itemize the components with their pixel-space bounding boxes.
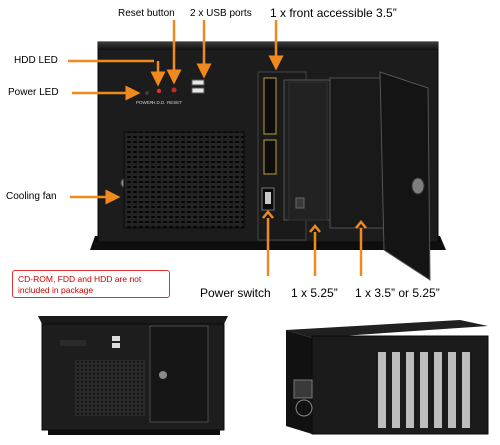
bay-35-525-cover — [329, 77, 387, 229]
main-chassis — [90, 41, 446, 281]
label-power-switch: Power switch — [200, 286, 271, 300]
small-usb-1 — [112, 336, 120, 341]
arrow-bay-525-head — [309, 224, 321, 233]
power-led-indicator — [145, 91, 149, 95]
slot-bracket-5 — [434, 352, 442, 428]
slot-bracket-6 — [448, 352, 456, 428]
slot-bracket-2 — [392, 352, 400, 428]
hdd-led-indicator — [156, 88, 162, 94]
small-chassis-rear — [286, 320, 489, 435]
usb-port-2 — [191, 87, 205, 94]
slot-bracket-7 — [462, 352, 470, 428]
psu-socket — [293, 379, 313, 399]
label-bay-525: 1 x 5.25” — [291, 286, 338, 300]
floppy-slot — [263, 139, 277, 175]
arrow-power-switch-head — [262, 210, 274, 219]
package-note: CD-ROM, FDD and HDD are not included in … — [12, 270, 170, 298]
bay-525-panel — [288, 81, 328, 221]
usb-port-1 — [191, 79, 205, 86]
slot-bracket-3 — [406, 352, 414, 428]
small-lock — [159, 371, 167, 379]
chassis-top-edge — [98, 42, 438, 50]
front-text-reset: RESET — [167, 100, 182, 105]
front-text-hdd: H.D.D. — [152, 100, 166, 105]
slot-bracket-1 — [378, 352, 386, 428]
slot-bracket-4 — [420, 352, 428, 428]
callout-arrows — [68, 20, 367, 276]
small-door — [149, 325, 209, 423]
front-text-power: POWER — [136, 100, 154, 105]
arrow-bay-35-525-head — [355, 220, 367, 229]
small-feet — [48, 430, 220, 435]
eject-button — [295, 197, 305, 209]
small-led-strip — [60, 340, 86, 346]
label-bay-35-525: 1 x 3.5” or 5.25” — [355, 286, 440, 300]
label-hdd-led: HDD LED — [14, 55, 58, 66]
label-power-led: Power LED — [8, 87, 59, 98]
label-front-35: 1 x front accessible 3.5” — [270, 6, 397, 20]
small-usb-2 — [112, 343, 120, 348]
small-chassis-top — [38, 316, 228, 324]
label-reset-button: Reset button — [118, 8, 175, 19]
label-usb-ports: 2 x USB ports — [190, 8, 252, 19]
rear-chassis-top — [286, 320, 488, 338]
small-vent — [75, 360, 145, 416]
front-door-open — [379, 71, 431, 281]
psu-fan — [295, 399, 313, 417]
card-reader-slot — [263, 77, 277, 135]
small-chassis-front — [38, 316, 228, 435]
cooling-fan-vent — [123, 131, 245, 229]
door-lock — [411, 177, 425, 195]
power-switch-rocker — [265, 192, 271, 204]
label-cooling-fan: Cooling fan — [6, 191, 57, 202]
reset-button-indicator — [171, 87, 177, 93]
